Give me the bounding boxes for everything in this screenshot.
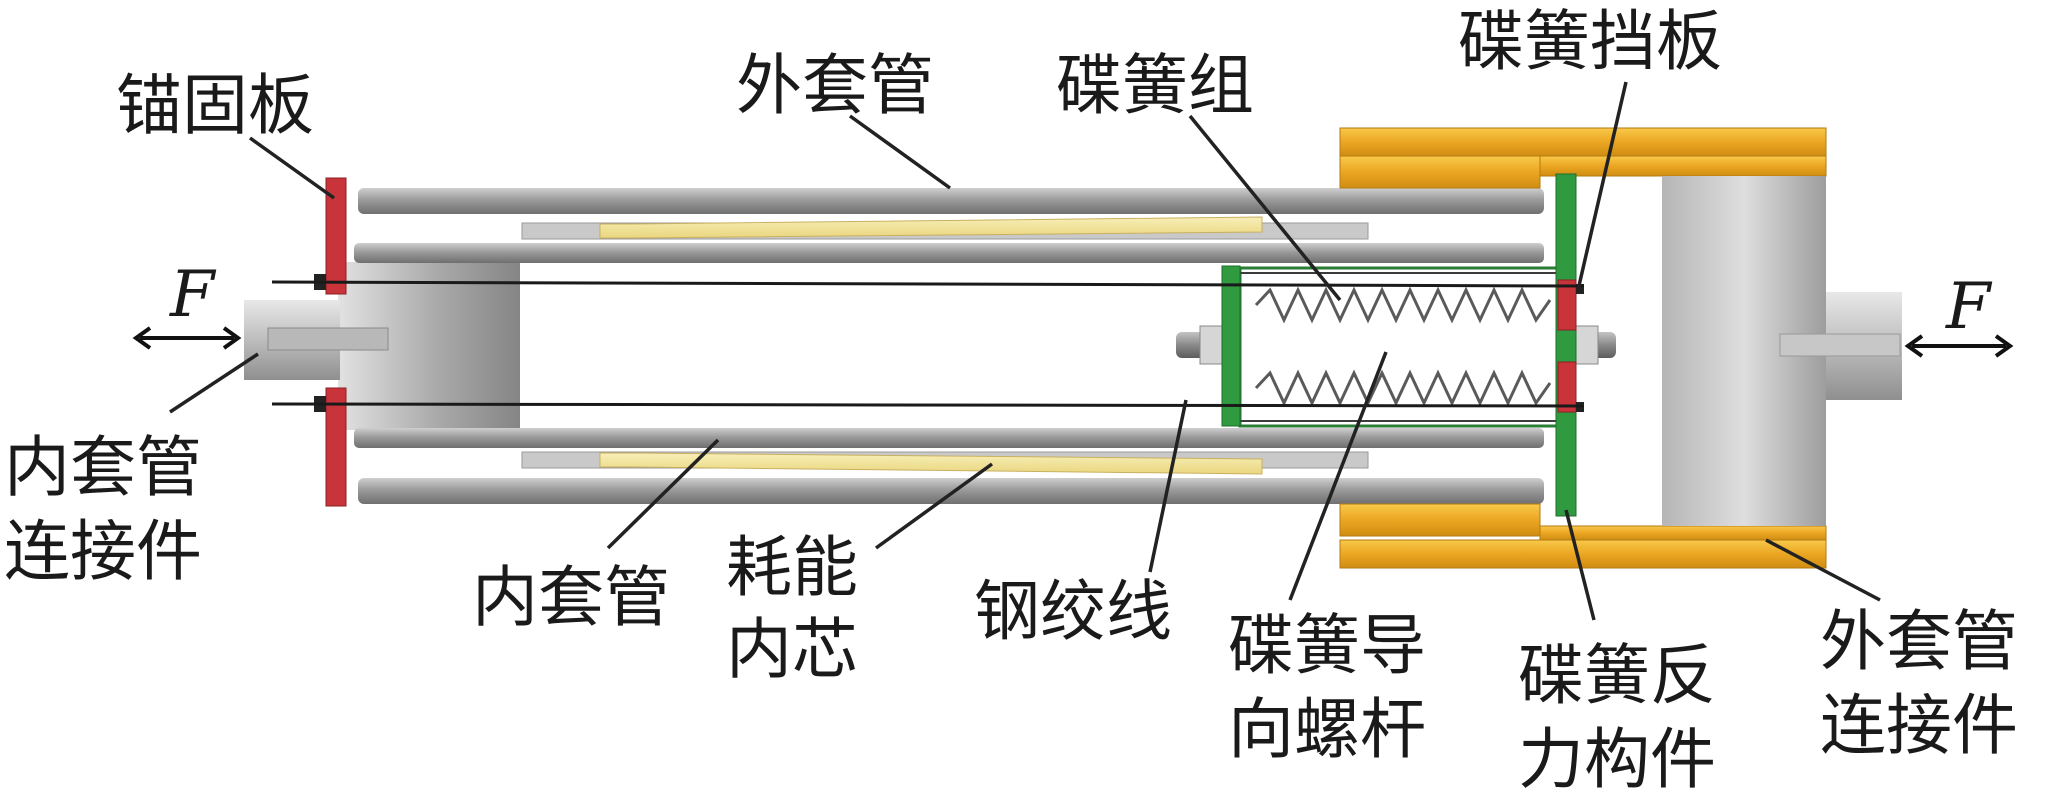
anchor-plates xyxy=(314,177,347,507)
label-spring-baffle: 碟簧挡板 xyxy=(1458,3,1722,80)
label-steel-strand: 钢绞线 xyxy=(974,573,1172,650)
label-anchor-plate: 锚固板 xyxy=(116,67,314,144)
spring-end-plates xyxy=(1221,265,1241,427)
energy-dissipating-core xyxy=(521,216,1369,475)
label-guide-bolt-line2: 向螺杆 xyxy=(1228,691,1426,768)
label-reaction-member-line1: 碟簧反 xyxy=(1518,637,1716,714)
label-force-left: F xyxy=(169,258,217,332)
label-energy-core-line1: 耗能 xyxy=(726,529,858,606)
label-force-right: F xyxy=(1945,270,1993,344)
label-inner-connector-line2: 连接件 xyxy=(4,513,202,590)
labels: 锚固板 外套管 碟簧组 碟簧挡板 F F 内套管 连接件 内套管 耗能 内芯 钢… xyxy=(4,3,2018,798)
label-guide-bolt-line1: 碟簧导 xyxy=(1228,607,1426,684)
label-outer-connector-line1: 外套管 xyxy=(1820,603,2018,680)
label-energy-core-line2: 内芯 xyxy=(726,611,858,688)
inner-tube xyxy=(354,243,1544,448)
spring-reaction-member xyxy=(1555,173,1577,517)
force-arrow-left xyxy=(132,326,242,350)
label-inner-connector-line1: 内套管 xyxy=(4,429,202,506)
disc-spring-group xyxy=(1238,266,1564,428)
label-spring-group: 碟簧组 xyxy=(1056,47,1254,124)
label-reaction-member-line2: 力构件 xyxy=(1518,721,1716,798)
outer-tube-connector xyxy=(1339,127,1902,569)
spring-coil-lower xyxy=(1254,369,1552,407)
label-inner-tube: 内套管 xyxy=(472,559,670,636)
label-outer-connector-line2: 连接件 xyxy=(1820,687,2018,764)
leader-lines xyxy=(169,81,1881,621)
force-arrow-right xyxy=(1904,334,2014,358)
inner-tube-connector xyxy=(244,262,520,430)
spring-coil-upper xyxy=(1254,286,1552,324)
label-outer-tube: 外套管 xyxy=(736,47,934,124)
outer-tube xyxy=(358,188,1544,504)
